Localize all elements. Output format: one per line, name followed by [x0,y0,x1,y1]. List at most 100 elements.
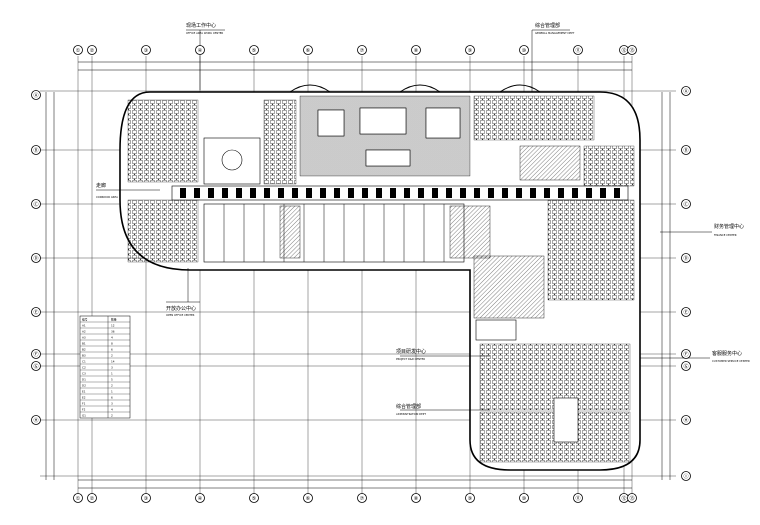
door-opening [348,188,354,198]
legend-cell: F2 [82,407,86,411]
legend-cell: 6 [111,347,113,351]
east-meeting-room [553,397,579,443]
axis-bubble: Ⓕ [681,349,691,359]
axis-label: ⑬ [629,495,634,502]
legend-cell: C1 [82,359,86,363]
round-table [221,149,243,171]
axis-label: ⑤ [252,48,256,54]
axis-bubble: Ⓕ [31,349,41,359]
axis-bubble-circle [465,493,475,503]
callout-title: 走廊 [96,182,106,189]
axis-bubble: ② [87,493,97,503]
axis-bubble-circle [31,253,41,263]
axis-label: Ⓓ [33,255,38,262]
callout-title: 开放办公中心 [166,305,196,312]
door-opening [208,188,214,198]
axis-label: ⑤ [252,496,256,502]
central-corridor [171,185,629,201]
legend-cell: 1 [111,389,113,393]
axis-label: Ⓒ [33,201,38,208]
legend-cell: B2 [82,347,86,351]
office-rooms-south [203,203,465,263]
axis-bubble: ⑥ [303,45,313,55]
legend-cell: 3 [111,401,113,405]
door-opening [586,188,592,198]
door-opening [278,188,284,198]
legend-cell: E2 [82,395,86,399]
axis-bubble-circle [31,90,41,100]
axis-bubble-circle [465,45,475,55]
axis-bubble: ⑨ [465,493,475,503]
callout-subtitle: OPEN OFFICE CENTER [166,313,195,317]
axis-label: ⑩ [522,496,527,502]
axis-label: Ⓑ [683,147,688,154]
legend-cell: C2 [82,365,86,369]
door-opening [432,188,438,198]
corridor-doors [180,188,620,198]
callout-corridor: 走廊 CORRIDOR AREA [96,182,160,199]
callout-rd-center: 项目研发中心 PROJECT R&D CENTER [396,348,490,361]
door-opening [558,188,564,198]
axis-bubble-circle [31,145,41,155]
legend-cell: 1 [111,371,113,375]
axis-bubble: Ⓓ [31,253,41,263]
axis-label: ④ [198,496,203,502]
axis-bubble-circle [87,45,97,55]
axis-bubble-circle [681,253,691,263]
axis-bubble: Ⓐ [681,86,691,96]
axis-bubble: Ⓒ [31,199,41,209]
meeting-room-west [203,137,261,185]
axis-label: ⑨ [468,496,472,502]
axis-bubble-circle [303,493,313,503]
axis-bubble-circle [681,471,691,481]
axis-label: ⑥ [306,48,311,54]
axis-bubble: ⑧ [411,45,421,55]
axis-bubble: Ⓒ [681,199,691,209]
legend-cell: A3 [82,335,86,339]
axis-bubble: ① [73,45,83,55]
axis-bubble: Ⓑ [681,145,691,155]
axis-label: ⑪ [575,495,580,502]
axis-bubble: Ⓘ [681,471,691,481]
axis-bubble-circle [411,45,421,55]
legend-cell: 2 [111,353,113,357]
hatched-room-1 [279,205,301,259]
axis-bubble: Ⓖ [31,361,41,371]
legend-cell: 4 [111,407,113,411]
legend-cell: G1 [82,413,86,417]
axis-label: ③ [144,48,148,54]
axis-bubble: ⑦ [357,45,367,55]
workstation-block-northeast [473,95,595,141]
legend-cell: 编号 [82,317,88,321]
legend-cell: 5 [111,377,113,381]
callout-customer-service: 客服服务中心 CUSTOMER SERVICE CENTER [640,350,750,363]
axis-bubble: Ⓔ [31,307,41,317]
callout-title: 综合管理部 [535,22,560,29]
axis-bubble: ③ [141,493,151,503]
axis-label: ⑩ [522,48,527,54]
lounge-seating-1 [317,109,345,137]
door-opening [390,188,396,198]
axis-bubble-circle [627,45,637,55]
legend-cell: B1 [82,341,86,345]
axis-bubble: ① [73,493,83,503]
axis-label: Ⓕ [33,351,38,358]
axis-bubble-circle [411,493,421,503]
axis-bubble-circle [519,45,529,55]
legend-cell: 12 [111,323,115,327]
door-opening [502,188,508,198]
legend-cell: D1 [82,377,86,381]
lounge-seating-3 [425,107,461,139]
axis-label: Ⓑ [33,147,38,154]
axis-bubble: ⑫ [619,493,629,503]
axis-bubble-circle [627,493,637,503]
axis-bubble: ⑤ [249,45,259,55]
workstation-block-west [127,99,199,183]
axis-label: Ⓒ [683,201,688,208]
legend-cell: E1 [82,389,86,393]
axis-bubble-circle [573,493,583,503]
axis-bubble-circle [249,45,259,55]
axis-label: ⑦ [360,496,365,502]
